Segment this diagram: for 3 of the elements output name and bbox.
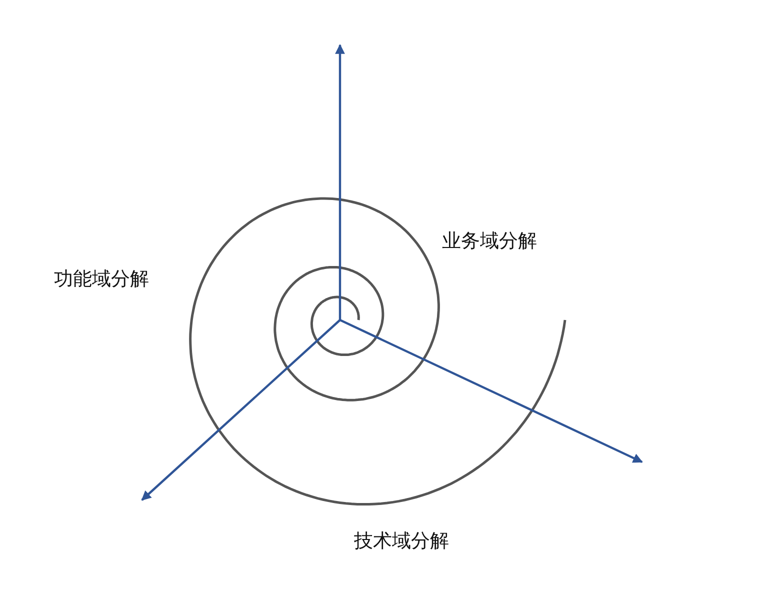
- domain-label: 功能域分解: [54, 267, 149, 292]
- domain-label: 业务域分解: [442, 229, 537, 254]
- domain-label: 技术域分解: [354, 529, 449, 554]
